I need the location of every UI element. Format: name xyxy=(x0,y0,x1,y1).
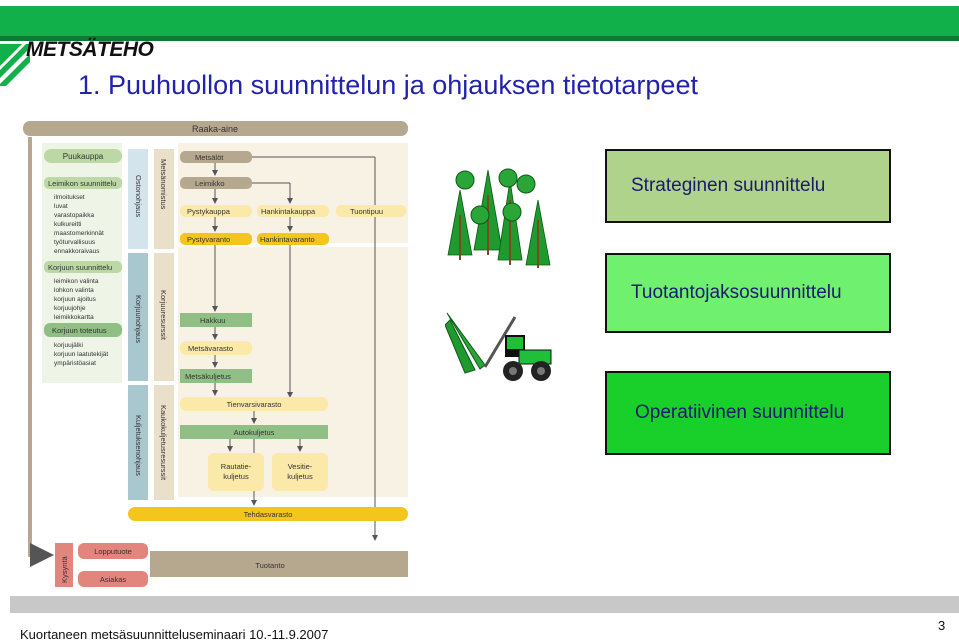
import-box xyxy=(336,205,406,217)
transport-control-column xyxy=(128,385,148,500)
stand-item: luvat xyxy=(54,203,68,210)
stand-item: työturvallisuus xyxy=(54,239,96,246)
delivery-sale-box xyxy=(257,205,329,217)
tactical-planning-box: Tuotantojaksosuunnittelu xyxy=(605,253,891,333)
harvester-icon xyxy=(445,312,552,381)
strategic-planning-box: Strateginen suunnittelu xyxy=(605,149,891,223)
water-transport-label: kuljetus xyxy=(287,472,313,481)
col-forest-property: Metsänomistus xyxy=(159,159,168,210)
forests-label: Metsälöt xyxy=(195,153,224,162)
stand-item: ennakkoraivaus xyxy=(54,248,100,255)
harvest-item: lohkon valinta xyxy=(54,287,94,294)
strategic-planning-label: Strateginen suunnittelu xyxy=(631,175,826,196)
standing-stock-box xyxy=(180,233,252,245)
harvest-planning-box xyxy=(44,261,122,273)
header-green-band xyxy=(0,6,959,36)
import-label: Tuontipuu xyxy=(350,207,383,216)
metsateho-logo-icon xyxy=(0,44,30,86)
execution-item: korjuujälki xyxy=(54,342,83,349)
rail-transport-label: Rautatie- xyxy=(221,462,252,471)
stand-label: Leimikko xyxy=(195,179,225,188)
stumpage-sale-label: Pystykauppa xyxy=(187,207,231,216)
feedback-arrow xyxy=(28,137,54,567)
forest-haulage-label: Metsäkuljetus xyxy=(185,372,231,381)
stand-item: varastopaikka xyxy=(54,212,94,219)
harvest-control-column xyxy=(128,253,148,381)
truck-transport-box xyxy=(180,425,328,439)
production-label: Tuotanto xyxy=(255,561,284,570)
stand-item: kulkureitti xyxy=(54,221,81,228)
customer-label: Asiakas xyxy=(100,575,127,584)
end-product-box xyxy=(78,543,148,559)
water-transport-label: Vesitie- xyxy=(288,462,313,471)
harvest-item: korjuujohje xyxy=(54,305,86,312)
forest-storage-label: Metsävarasto xyxy=(188,344,233,353)
operational-planning-label: Operatiivinen suunnittelu xyxy=(635,402,845,423)
customer-box xyxy=(78,571,148,587)
end-product-label: Lopputuote xyxy=(94,547,132,556)
execution-item: ympäristöasiat xyxy=(54,360,96,367)
demand-box xyxy=(55,543,73,587)
rail-transport-label: kuljetus xyxy=(223,472,249,481)
stand-planning-label: Leimikon suunnittelu xyxy=(48,179,116,188)
mill-storage-label: Tehdasvarasto xyxy=(244,510,293,519)
col-purchase-control: Ostonohjaus xyxy=(134,175,143,217)
header-dark-band xyxy=(0,36,959,41)
forest-storage-box xyxy=(180,341,252,355)
stumpage-sale-box xyxy=(180,205,252,217)
delivery-sale-label: Hankintakauppa xyxy=(261,207,316,216)
harvest-resources-column xyxy=(154,253,174,381)
col-transport-control: Kuljetuksenohjaus xyxy=(134,415,143,476)
page-number: 3 xyxy=(938,618,946,633)
delivery-stock-label: Hankintavaranto xyxy=(260,235,315,244)
purchase-label: Puukauppa xyxy=(63,152,104,161)
stand-box xyxy=(180,177,252,189)
delivery-stock-box xyxy=(257,233,329,245)
raw-material-bar xyxy=(23,121,408,136)
col-harvest-resources: Korjuuresurssit xyxy=(159,290,168,341)
harvest-item: korjuun ajoitus xyxy=(54,296,97,303)
wood-supply-diagram: Raaka-aine Puukauppa Leimikon suunnittel… xyxy=(23,121,408,587)
stand-item: maastomerkinnät xyxy=(54,230,104,237)
mill-storage-bar xyxy=(128,507,408,521)
forest-property-column xyxy=(154,149,174,249)
cutting-box xyxy=(180,313,252,327)
slide-title: 1. Puuhuollon suunnittelun ja ohjauksen … xyxy=(78,70,698,100)
water-transport-box xyxy=(272,453,328,491)
footer-band xyxy=(10,596,959,613)
harvest-execution-box xyxy=(44,323,122,337)
forests-box xyxy=(180,151,252,163)
transport-resources-column xyxy=(154,385,174,500)
standing-stock-label: Pystyvaranto xyxy=(187,235,230,244)
stand-planning-box xyxy=(44,177,122,189)
cutting-label: Hakkuu xyxy=(200,316,225,325)
production-bar xyxy=(150,551,408,577)
execution-item: korjuun laatutekijät xyxy=(54,351,108,358)
raw-material-label: Raaka-aine xyxy=(192,124,238,134)
harvest-planning-label: Korjuun suunnittelu xyxy=(48,263,112,272)
stand-item: ilmoitukset xyxy=(54,194,85,201)
roadside-storage-label: Tienvarsivarasto xyxy=(227,400,282,409)
harvest-item: leimikkokartta xyxy=(54,314,94,321)
purchase-control-column xyxy=(128,149,148,249)
demand-label: Kysyntä xyxy=(60,555,69,583)
footer-text: Kuortaneen metsäsuunnitteluseminaari 10.… xyxy=(20,627,329,642)
harvest-item: leimikon valinta xyxy=(54,278,99,285)
operational-planning-box: Operatiivinen suunnittelu xyxy=(605,371,891,455)
tactical-planning-label: Tuotantojaksosuunnittelu xyxy=(631,282,842,303)
purchase-box xyxy=(44,149,122,163)
forest-haulage-box xyxy=(180,369,252,383)
forest-icon xyxy=(447,168,551,268)
truck-transport-label: Autokuljetus xyxy=(234,428,275,437)
col-transport-resources: Kaukokuljetusresurssit xyxy=(159,405,168,481)
harvest-execution-label: Korjuun toteutus xyxy=(52,326,107,335)
roadside-storage-box xyxy=(180,397,328,411)
logo-text: METSÄTEHO xyxy=(26,38,154,61)
col-harvest-control: Korjuunohjaus xyxy=(134,295,143,343)
rail-transport-box xyxy=(208,453,264,491)
